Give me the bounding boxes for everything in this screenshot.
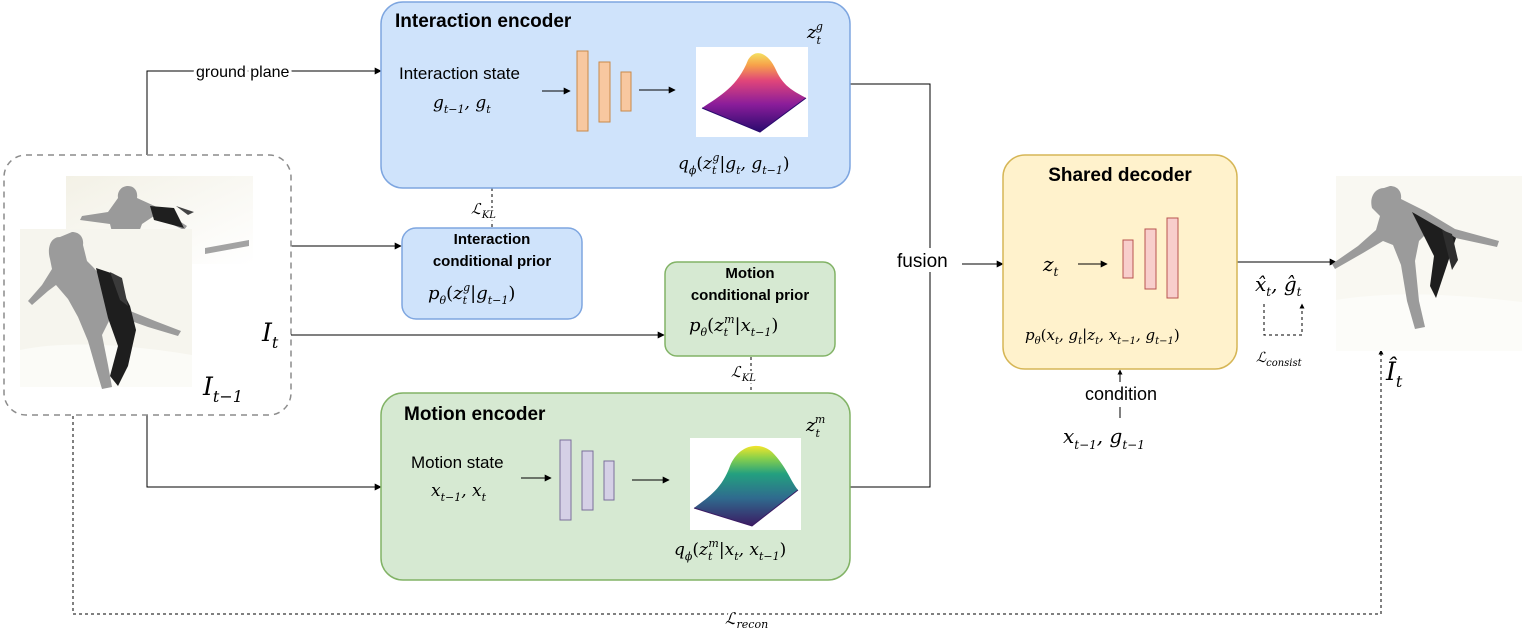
interaction-to-fusion-line	[850, 83, 931, 248]
interaction-layer-2	[598, 61, 611, 123]
motion-encoder-title: Motion encoder	[404, 404, 546, 425]
motion-layer-1	[559, 439, 572, 521]
recon-loss-path	[72, 349, 1384, 615]
motion-prior-box: Motion conditional prior pθ(ztm|xt−1)	[664, 261, 836, 357]
motion-encoder-box: Motion encoder Motion state xt−1, xt ztm…	[380, 392, 851, 581]
label-frame-prev: It−1	[202, 372, 243, 406]
consist-loss-label: ℒconsist	[1256, 350, 1303, 369]
motion-prior-title-2: conditional prior	[691, 287, 809, 304]
shared-decoder-box: Shared decoder zt pθ(xt, gt|zt, xt−1, gt…	[1002, 154, 1238, 370]
motion-layer-2	[581, 450, 594, 511]
interaction-prior-formula: pθ(ztg|gt−1)	[428, 281, 515, 307]
decoder-outputs-label: x̂t, ĝt	[1255, 272, 1302, 299]
condition-label: condition	[1085, 384, 1157, 404]
decoder-input-label: zt	[1042, 252, 1059, 279]
decoder-layer-3	[1166, 217, 1179, 299]
motion-layer-3	[603, 460, 615, 501]
interaction-encoder-box: Interaction encoder Interaction state gt…	[380, 1, 851, 189]
fusion-label: fusion	[897, 251, 948, 272]
motion-prior-title-1: Motion	[725, 265, 774, 282]
recon-loss-label: ℒrecon	[725, 609, 768, 629]
ground-plane-arrow	[146, 67, 382, 155]
frames-to-motion-encoder-arrow	[146, 415, 382, 491]
decoder-formula: pθ(xt, gt|zt, xt−1, gt−1)	[1025, 326, 1180, 347]
input-frames-panel: It It−1	[3, 154, 292, 416]
interaction-posterior-formula: qϕ(ztg|gt, gt−1)	[678, 151, 790, 177]
kl-interaction-label: ℒKL	[471, 200, 496, 221]
interaction-layer-1	[576, 50, 589, 132]
motion-state-vars: xt−1, xt	[431, 481, 487, 504]
decoder-layer-2	[1144, 228, 1157, 290]
motion-latent-surface	[690, 438, 801, 530]
ground-plane-label: ground plane	[196, 64, 290, 81]
kl-motion-label: ℒKL	[731, 363, 756, 384]
frame-front-image	[20, 229, 192, 389]
consist-loss-path	[1263, 303, 1305, 336]
interaction-latent-label: ztg	[806, 20, 823, 47]
interaction-layer-3	[620, 71, 632, 112]
interaction-state-vars: gt−1, gt	[433, 93, 491, 116]
interaction-prior-title-1: Interaction	[454, 231, 531, 248]
label-frame-t: It	[261, 318, 279, 352]
motion-prior-formula: pθ(ztm|xt−1)	[689, 313, 778, 339]
interaction-latent-surface	[696, 47, 808, 137]
motion-posterior-formula: qϕ(ztm|xt, xt−1)	[674, 537, 786, 563]
output-frame-label: Ît	[1385, 357, 1403, 391]
interaction-state-label: Interaction state	[399, 64, 520, 83]
shared-decoder-title: Shared decoder	[1048, 165, 1192, 186]
output-frame-image	[1332, 176, 1522, 351]
decoder-layer-1	[1122, 239, 1134, 279]
interaction-encoder-title: Interaction encoder	[395, 11, 572, 32]
interaction-prior-title-2: conditional prior	[433, 253, 551, 270]
motion-state-label: Motion state	[411, 453, 504, 472]
condition-vars: xt−1, gt−1	[1063, 424, 1145, 452]
interaction-prior-box: Interaction conditional prior pθ(ztg|gt−…	[401, 227, 583, 320]
connectors	[72, 67, 1384, 615]
motion-latent-label: ztm	[805, 413, 825, 440]
motion-to-fusion-line	[850, 272, 931, 488]
